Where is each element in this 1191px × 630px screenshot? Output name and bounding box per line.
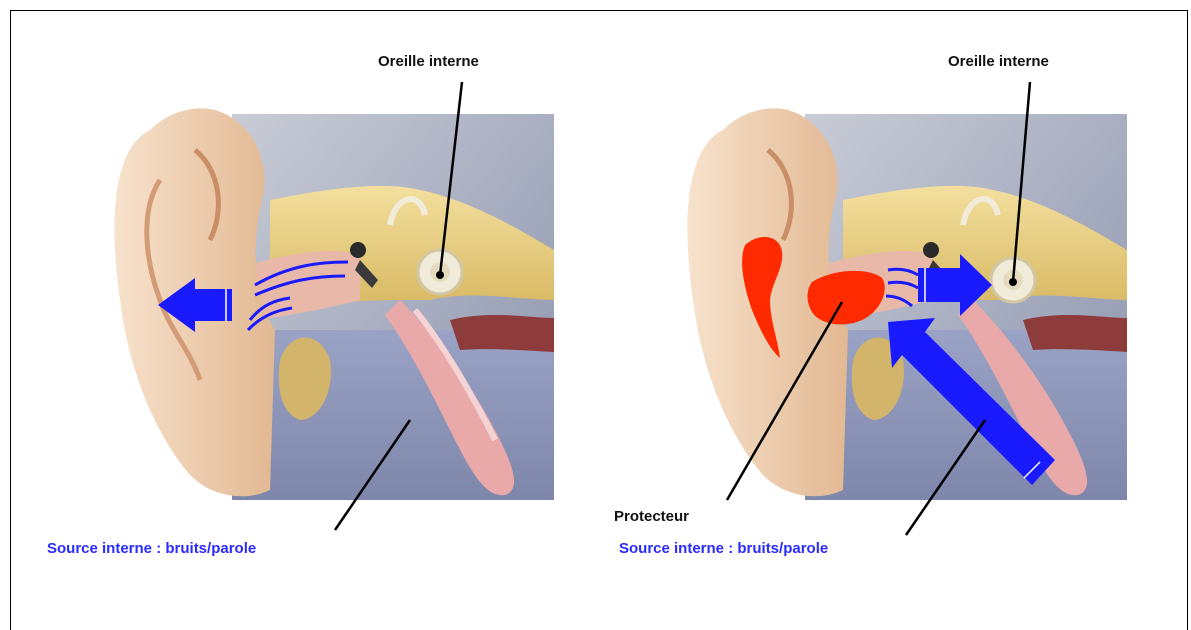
- right-inner-ear-label: Oreille interne: [948, 53, 1049, 70]
- left-source-label: Source interne : bruits/parole: [47, 540, 256, 557]
- protector-label: Protecteur: [614, 508, 689, 525]
- left-inner-ear-label: Oreille interne: [378, 53, 479, 70]
- right-source-label: Source interne : bruits/parole: [619, 540, 828, 557]
